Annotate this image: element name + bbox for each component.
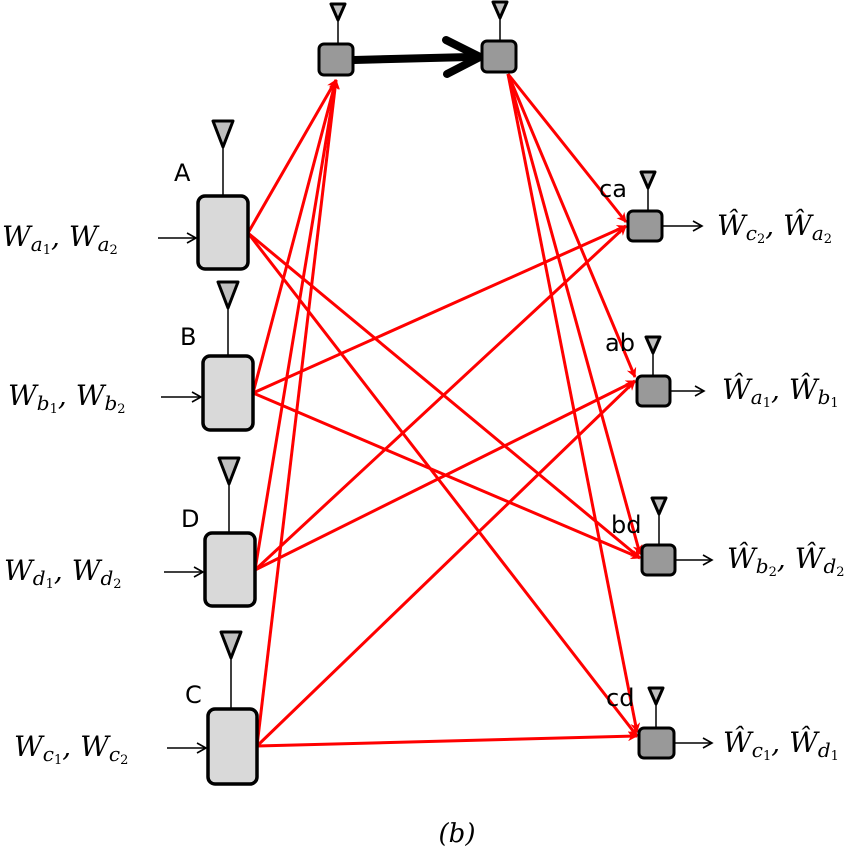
link-source-D-to-relay (253, 79, 340, 571)
source-node-C (206, 630, 259, 786)
source-messages: Wd1, Wd2 (4, 554, 122, 592)
destination-label: cd (606, 684, 634, 712)
link-relay-to-cd (506, 73, 641, 733)
source-node-B (201, 280, 255, 432)
antenna-icon (211, 119, 235, 196)
link-source-C-to-ab (255, 379, 637, 748)
relay-node-r1 (317, 2, 355, 77)
destination-decoded-messages: Ŵc2, Ŵa2 (717, 209, 832, 247)
link-source-B-to-ca (252, 224, 627, 395)
link-source-B-to-relay (251, 79, 339, 394)
link-relay-to-ab (506, 73, 637, 378)
output-arrowhead (692, 220, 704, 232)
antenna-icon (329, 2, 347, 44)
antenna-icon (644, 335, 662, 376)
destination-box (637, 726, 676, 760)
destination-decoded-messages: Ŵc1, Ŵd1 (723, 726, 839, 764)
antenna-icon (219, 630, 243, 709)
link-source-C-to-relay (255, 79, 340, 747)
relay-node-r2 (480, 0, 518, 74)
nodes-layer (196, 0, 677, 786)
source-messages: Wa1, Wa2 (2, 220, 118, 258)
source-box (201, 354, 255, 432)
link-source-C-to-cd (256, 731, 638, 748)
destination-node-ca (626, 170, 664, 243)
relay-box (480, 39, 518, 74)
input-arrowhead (191, 391, 203, 403)
destination-node-bd (640, 496, 677, 577)
destination-box (626, 209, 664, 243)
source-node-D (203, 456, 257, 608)
antenna-icon (639, 170, 657, 211)
antenna-icon (217, 456, 241, 533)
destination-decoded-messages: Ŵa1, Ŵb1 (722, 373, 839, 411)
source-label: B (180, 323, 196, 351)
output-arrowhead (694, 385, 706, 397)
destination-label: ab (605, 329, 635, 357)
antenna-icon (650, 496, 668, 545)
relay-backhaul-arrowhead (442, 36, 484, 78)
link-source-D-to-ab (254, 379, 636, 572)
destination-decoded-messages: Ŵb2, Ŵd2 (727, 542, 845, 580)
link-relay-to-ca (506, 73, 628, 223)
input-arrowhead (193, 566, 205, 578)
input-arrowhead (186, 232, 198, 244)
source-box (206, 707, 259, 786)
link-relay-to-bd (506, 73, 643, 555)
destination-box (640, 543, 677, 577)
antenna-icon (216, 280, 240, 356)
source-box (203, 531, 257, 608)
destination-label: ca (599, 175, 627, 203)
link-source-A-to-relay (246, 79, 338, 234)
antenna-icon (491, 0, 509, 41)
source-node-A (196, 119, 250, 271)
links-layer (246, 36, 643, 748)
link-source-A-to-cd (246, 232, 639, 737)
source-messages: Wc1, Wc2 (14, 730, 128, 768)
output-arrowhead (702, 554, 714, 566)
destination-box (635, 374, 672, 408)
destination-node-ab (635, 335, 672, 408)
antenna-icon (647, 686, 665, 728)
output-arrowhead (702, 737, 714, 749)
destination-label: bd (611, 511, 641, 539)
source-box (196, 194, 250, 271)
relay-box (317, 42, 355, 77)
source-label: D (181, 505, 199, 533)
input-arrowhead (196, 742, 208, 754)
source-label: A (174, 159, 191, 187)
source-label: C (185, 681, 202, 709)
destination-node-cd (637, 686, 676, 760)
relay-backhaul-link (350, 53, 474, 64)
figure-caption: (b) (439, 819, 476, 849)
source-messages: Wb1, Wb2 (8, 379, 126, 417)
